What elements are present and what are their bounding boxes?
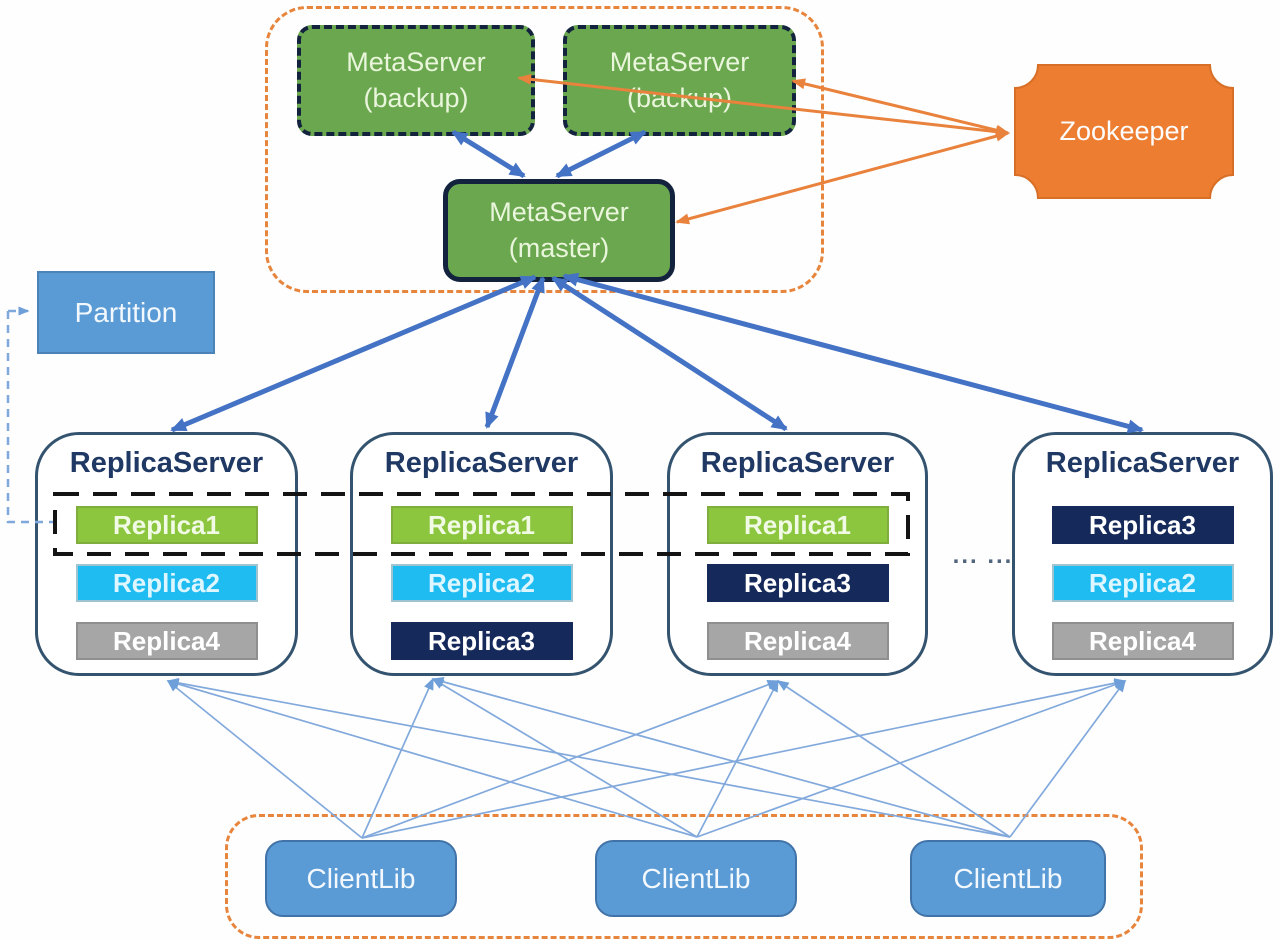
metaserver-master-sublabel: (master) bbox=[508, 232, 610, 263]
metaserver-backup-1-label: MetaServer bbox=[346, 47, 486, 78]
partition-label: Partition bbox=[74, 296, 178, 328]
replica-server-1-title: ReplicaServer bbox=[69, 447, 264, 479]
metaserver-backup-2-sublabel: (backup) bbox=[626, 82, 733, 113]
metaserver-backup-1-node: MetaServer (backup) bbox=[297, 25, 535, 136]
replica-server-4: ReplicaServer Replica3 Replica2 Replica4 bbox=[1012, 432, 1273, 676]
replica-bar: Replica3 bbox=[1051, 506, 1234, 544]
replica-bar: Replica4 bbox=[1051, 622, 1234, 660]
replica-server-3: ReplicaServer Replica1 Replica3 Replica4 bbox=[667, 432, 928, 676]
replica-bar: Replica3 bbox=[706, 564, 889, 602]
replica-bar: Replica3 bbox=[390, 622, 573, 660]
replica-bar: Replica1 bbox=[390, 506, 573, 544]
clientlib-2-node: ClientLib bbox=[595, 840, 797, 917]
replica-bar: Replica4 bbox=[706, 622, 889, 660]
clientlib-1-node: ClientLib bbox=[265, 840, 457, 917]
replica-bar: Replica2 bbox=[1051, 564, 1234, 602]
zookeeper-node: Zookeeper bbox=[1014, 64, 1234, 199]
replica-bar: Replica1 bbox=[706, 506, 889, 544]
metaserver-master-label: MetaServer bbox=[489, 197, 629, 228]
zookeeper-plaque-shape bbox=[1014, 64, 1234, 199]
more-servers-ellipsis: ... ... bbox=[952, 542, 1014, 569]
replica-bar: Replica4 bbox=[75, 622, 258, 660]
metaserver-backup-2-node: MetaServer (backup) bbox=[563, 25, 796, 136]
partition-node: Partition bbox=[37, 271, 215, 354]
clientlib-2-label: ClientLib bbox=[641, 862, 751, 894]
replica-server-1: ReplicaServer Replica1 Replica2 Replica4 bbox=[35, 432, 298, 676]
replica-server-3-title: ReplicaServer bbox=[700, 447, 895, 479]
clientlib-3-label: ClientLib bbox=[953, 862, 1063, 894]
metaserver-master-node: MetaServer (master) bbox=[443, 179, 675, 282]
metaserver-backup-1-sublabel: (backup) bbox=[363, 82, 469, 113]
clientlib-1-label: ClientLib bbox=[306, 862, 416, 894]
replica-server-2: ReplicaServer Replica1 Replica2 Replica3 bbox=[350, 432, 613, 676]
metaserver-backup-2-label: MetaServer bbox=[609, 47, 750, 78]
replica-bar: Replica2 bbox=[390, 564, 573, 602]
clientlib-3-node: ClientLib bbox=[910, 840, 1106, 917]
replica-server-2-title: ReplicaServer bbox=[384, 447, 579, 479]
master-to-replicaserver-arrows bbox=[170, 272, 1144, 434]
replica-bar: Replica1 bbox=[75, 506, 258, 544]
replica-server-4-title: ReplicaServer bbox=[1045, 447, 1240, 479]
replica-bar: Replica2 bbox=[75, 564, 258, 602]
zookeeper-label: Zookeeper bbox=[1059, 116, 1189, 146]
